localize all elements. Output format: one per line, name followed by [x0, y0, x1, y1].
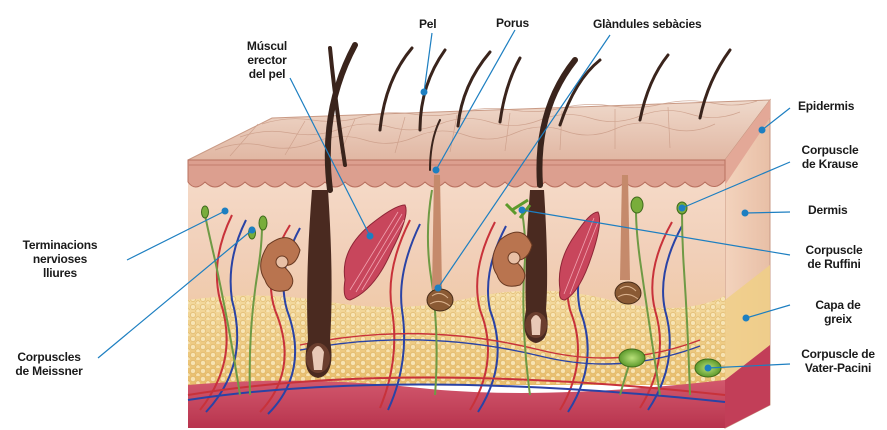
label-porus: Porus — [496, 16, 529, 30]
label-epidermis: Epidermis — [798, 99, 854, 113]
label-corpuscle-vater-pacini: Corpuscle de Vater-Pacini — [789, 347, 887, 375]
label-glandules-sebacies: Glàndules sebàcies — [593, 17, 701, 31]
label-muscul-erector: Múscul erector del pel — [238, 39, 296, 81]
label-capa-greix: Capa de greix — [805, 298, 871, 326]
skin-surface — [188, 100, 770, 160]
label-corpuscles-meissner: Corpuscles de Meissner — [8, 350, 90, 378]
label-terminacions-nervioses: Terminacions nervioses lliures — [14, 238, 106, 280]
label-corpuscle-krause: Corpuscle de Krause — [790, 143, 870, 171]
label-corpuscle-ruffini: Corpuscle de Ruffini — [794, 243, 874, 271]
label-pel: Pel — [419, 17, 436, 31]
epidermis-layer — [188, 160, 725, 187]
label-dermis: Dermis — [808, 203, 848, 217]
